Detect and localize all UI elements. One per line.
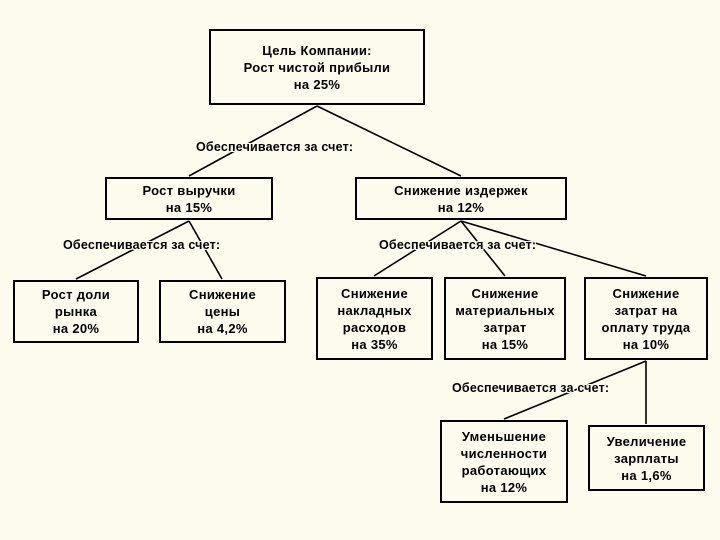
node-text-line: Снижение издержек — [394, 182, 528, 198]
node-text-line: на 12% — [480, 479, 528, 495]
node-text-line: на 25% — [293, 76, 341, 92]
node-text-line: Рост доли — [41, 287, 111, 302]
node-text-line: на 10% — [622, 336, 670, 352]
node-text-line: на 15% — [165, 199, 213, 215]
node-price-reduction[interactable]: Снижение цены на 4,2% — [159, 280, 286, 343]
node-text-line: зарплаты — [614, 450, 679, 466]
connector-label-level1: Обеспечивается за счет: — [196, 140, 354, 154]
node-text-line: на 35% — [351, 336, 398, 352]
connector-label-level3: Обеспечивается за счет: — [452, 381, 610, 395]
node-text-line: Увеличение — [606, 433, 687, 449]
node-text-line: Снижение — [471, 285, 539, 301]
node-text-line: накладных — [337, 302, 412, 318]
node-text-line: Уменьшение — [461, 428, 547, 444]
node-text-line: Рост выручки — [142, 182, 236, 198]
node-text-line: на 20% — [52, 321, 100, 336]
node-text-line: затрат — [483, 319, 527, 335]
connector-label-level2-right: Обеспечивается за счет: — [379, 238, 537, 252]
node-text-line: на 12% — [437, 199, 485, 215]
node-text-line: Рост чистой прибыли — [243, 59, 391, 75]
connector-label-level2-left: Обеспечивается за счет: — [63, 238, 221, 252]
node-text-line: Снижение — [341, 285, 408, 301]
node-text-line: Цель Компании: — [262, 42, 372, 58]
node-text-line: затрат на — [614, 302, 678, 318]
node-text-line: на 4,2% — [197, 321, 248, 336]
node-text-line: Снижение — [189, 287, 256, 302]
node-text-line: оплату труда — [601, 319, 691, 335]
node-text-line: материальных — [455, 302, 555, 318]
node-text-line: расходов — [342, 319, 407, 335]
node-text-line: цены — [204, 304, 241, 319]
node-text-line: рынка — [54, 304, 98, 319]
node-text-line: численности — [460, 445, 548, 461]
node-text-line: работающих — [461, 462, 547, 478]
node-text-line: на 1,6% — [621, 467, 672, 483]
node-text-line: Снижение — [612, 285, 680, 301]
node-market-share[interactable]: Рост доли рынка на 20% — [13, 280, 139, 343]
node-text-line: на 15% — [481, 336, 529, 352]
